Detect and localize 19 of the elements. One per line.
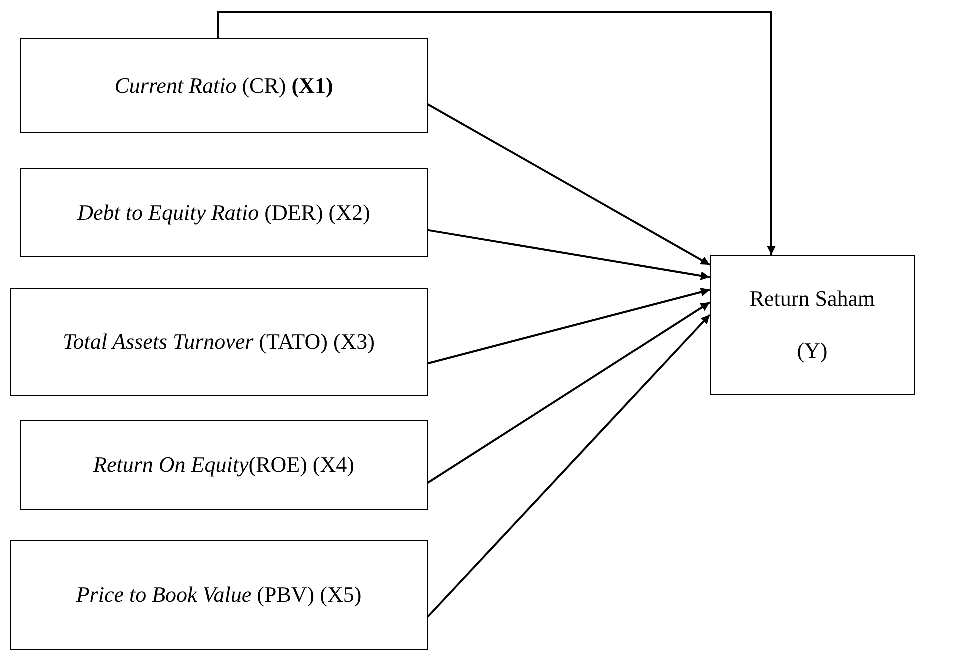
variable-label: Debt to Equity Ratio (DER) (X2) <box>76 198 372 227</box>
variable-label: Current Ratio (CR) (X1) <box>114 72 334 100</box>
variable-box <box>710 255 915 395</box>
arrow <box>217 11 776 255</box>
arrow <box>427 302 711 484</box>
variable-box <box>20 38 428 133</box>
arrow <box>428 229 710 280</box>
arrow <box>428 288 710 365</box>
variable-box <box>10 540 428 650</box>
variable-label: Return Saham <box>748 285 876 314</box>
variable-box <box>20 420 428 510</box>
variable-label: Price to Book Value (PBV) (X5) <box>75 581 363 610</box>
variable-label: Total Assets Turnover (TATO) (X3) <box>62 328 376 356</box>
variable-label: (Y) <box>796 337 829 365</box>
variable-box <box>10 288 428 396</box>
variable-box <box>20 168 428 257</box>
variable-label: Return On Equity(ROE) (X4) <box>92 451 356 480</box>
arrow <box>428 104 710 266</box>
arrow <box>427 314 711 618</box>
